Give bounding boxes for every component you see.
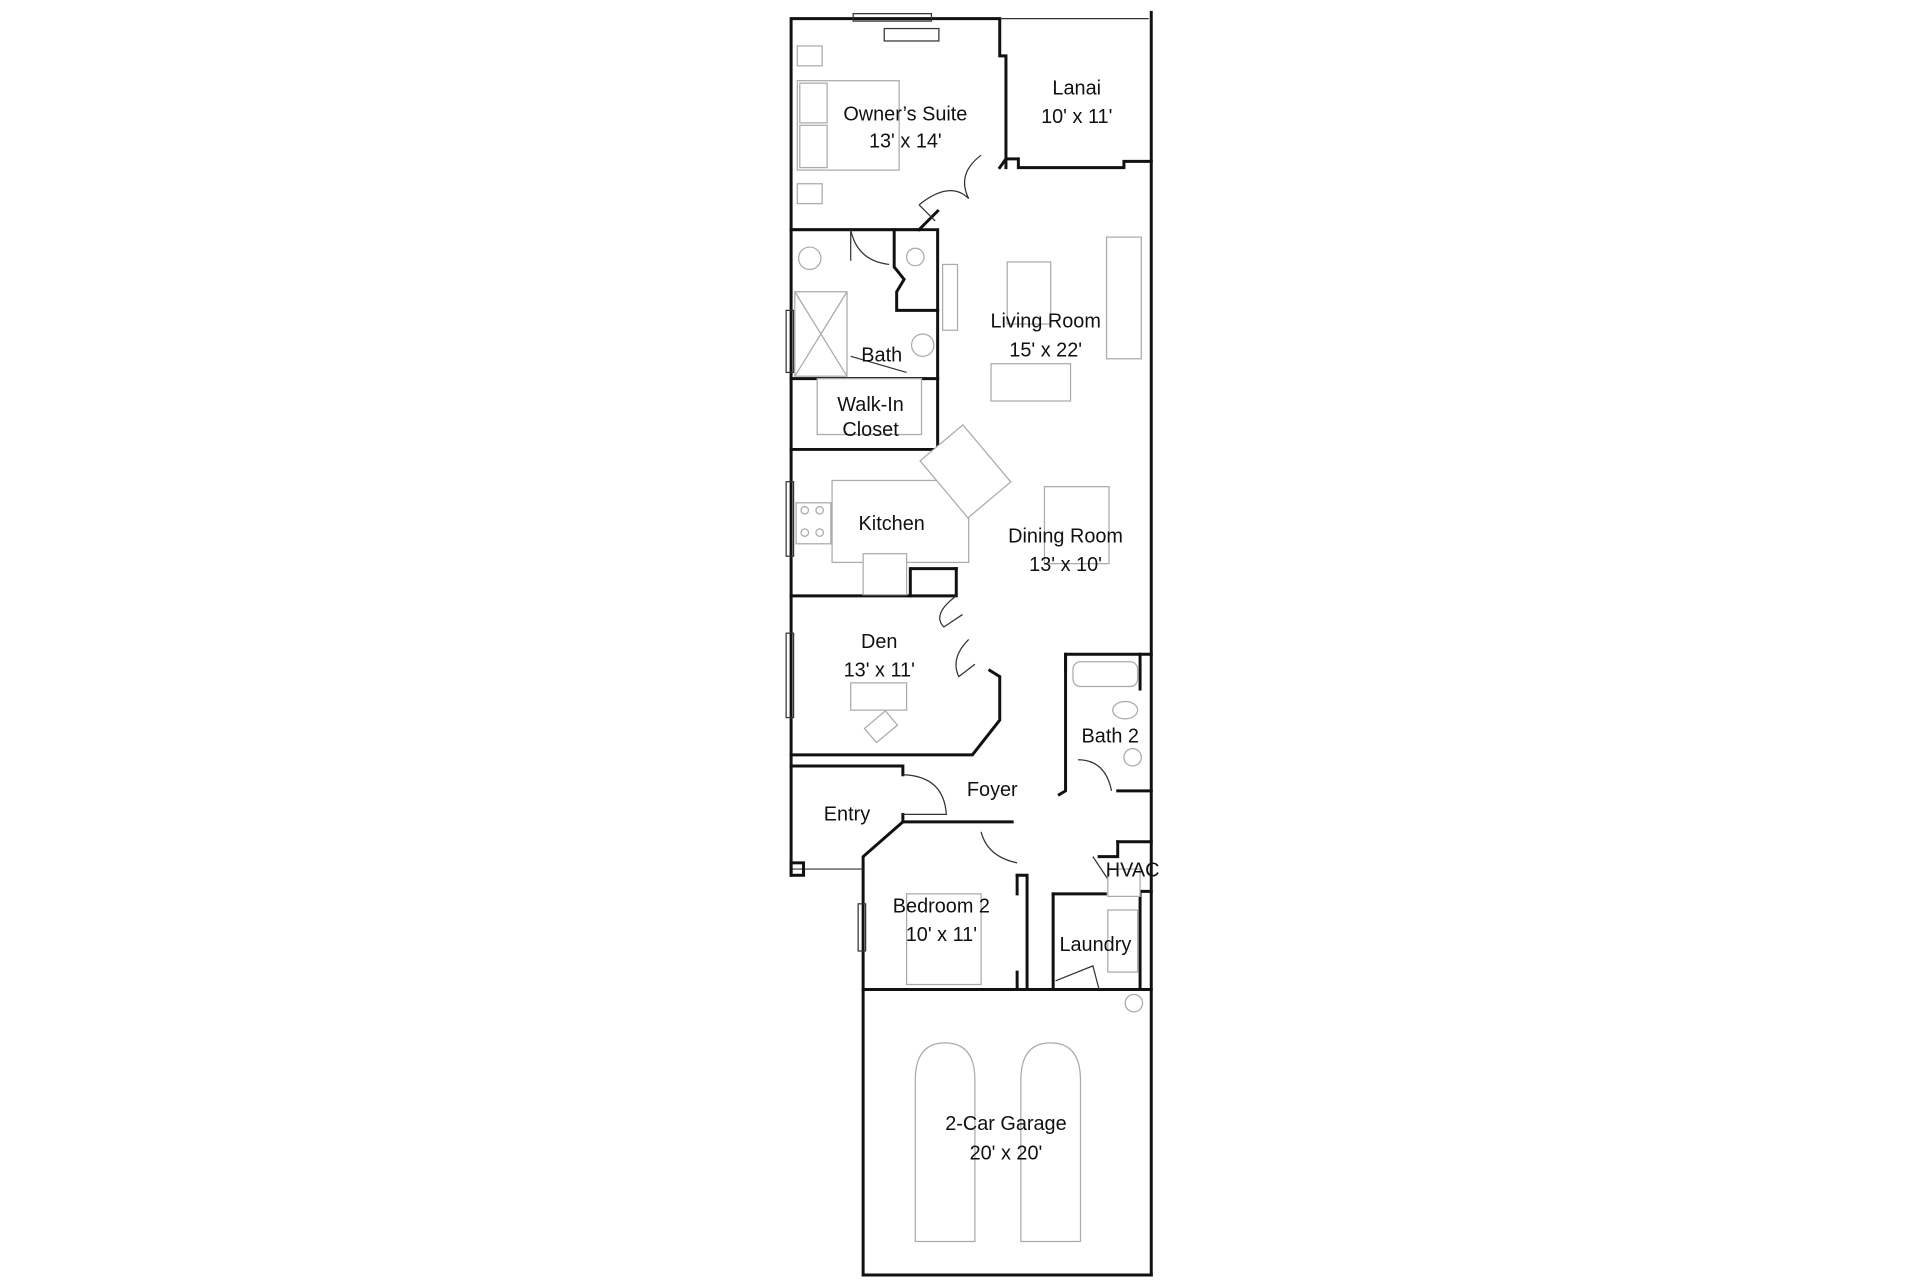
walls xyxy=(789,10,1153,1277)
owners-suite-label: Owner’s Suite xyxy=(843,103,967,125)
dining-room-size: 13' x 10' xyxy=(1029,554,1102,576)
room-labels: Owner’s Suite 13' x 14' Lanai 10' x 11' … xyxy=(824,77,1160,1164)
kitchen-label: Kitchen xyxy=(859,513,925,535)
living-room-size: 15' x 22' xyxy=(1009,339,1082,361)
foyer-label: Foyer xyxy=(967,779,1018,801)
entry-label: Entry xyxy=(824,804,870,826)
laundry-label: Laundry xyxy=(1059,934,1131,956)
dining-room-label: Dining Room xyxy=(1008,526,1123,548)
living-room-label: Living Room xyxy=(990,311,1100,333)
bedroom2-size: 10' x 11' xyxy=(906,924,977,946)
walk-in-closet-label: Walk-In xyxy=(837,394,904,416)
hvac-label: HVAC xyxy=(1106,860,1160,882)
furniture xyxy=(794,45,1144,1243)
bath-label: Bath xyxy=(861,344,902,366)
walk-in-closet-label-2: Closet xyxy=(842,419,899,441)
den-label: Den xyxy=(861,631,897,653)
bath2-label: Bath 2 xyxy=(1082,725,1139,747)
den-size: 13' x 11' xyxy=(844,660,915,682)
garage-size: 20' x 20' xyxy=(970,1143,1043,1165)
lanai-size: 10' x 11' xyxy=(1041,106,1112,128)
bedroom2-label: Bedroom 2 xyxy=(893,896,990,918)
lanai-label: Lanai xyxy=(1052,77,1101,99)
owners-suite-size: 13' x 14' xyxy=(869,131,942,153)
garage-label: 2-Car Garage xyxy=(945,1113,1066,1135)
